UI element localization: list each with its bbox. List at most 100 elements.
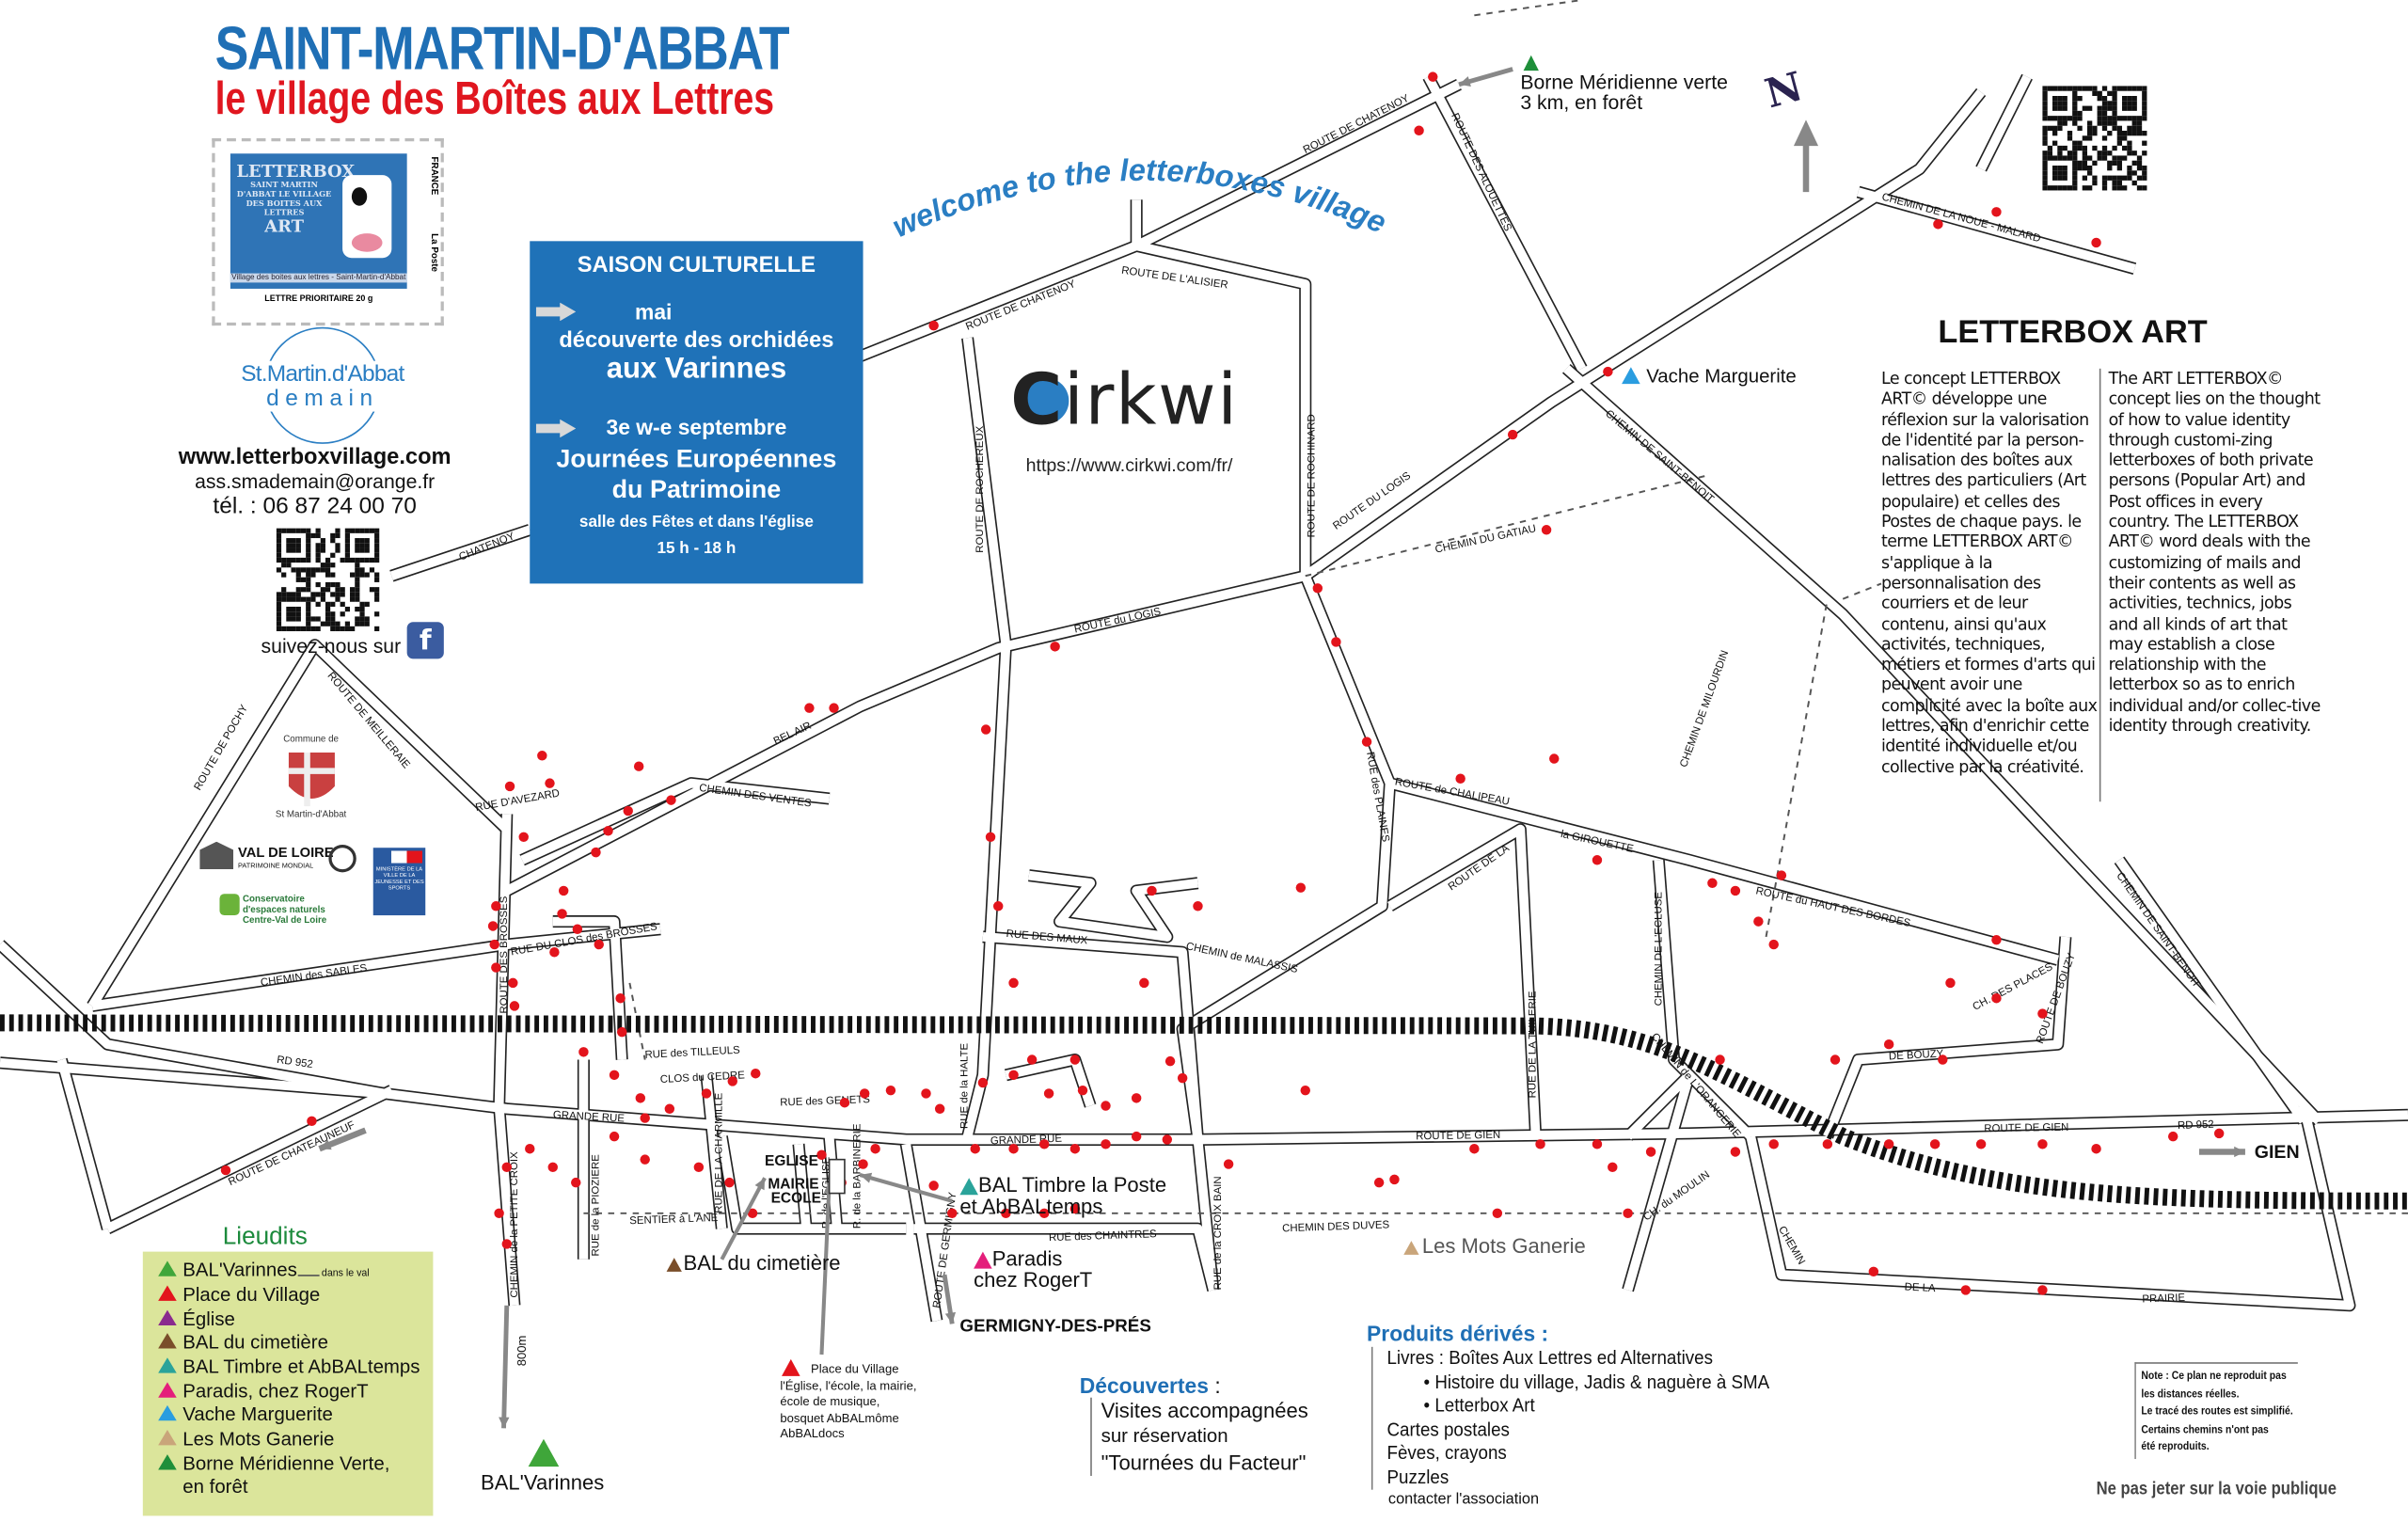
letterbox-dot[interactable]	[1715, 1054, 1725, 1065]
letterbox-dot[interactable]	[1077, 1085, 1088, 1096]
letterbox-dot[interactable]	[928, 320, 939, 331]
letterbox-dot[interactable]	[525, 1143, 535, 1154]
letterbox-dot[interactable]	[547, 1162, 558, 1173]
letterbox-dot[interactable]	[571, 1177, 581, 1188]
letterbox-dot[interactable]	[1008, 977, 1019, 989]
facebook-icon[interactable]: f	[406, 622, 444, 659]
letterbox-dot[interactable]	[1069, 1143, 1081, 1154]
letterbox-dot[interactable]	[1535, 1139, 1545, 1149]
letterbox-dot[interactable]	[615, 992, 626, 1004]
letterbox-dot[interactable]	[1645, 1147, 1656, 1157]
qr-code-top-right[interactable]	[2042, 86, 2147, 191]
letterbox-dot[interactable]	[616, 1026, 627, 1038]
letterbox-dot[interactable]	[947, 1208, 958, 1219]
letterbox-dot[interactable]	[1038, 1139, 1050, 1149]
letterbox-dot[interactable]	[1608, 1162, 1618, 1173]
letterbox-dot[interactable]	[1730, 1147, 1741, 1157]
letterbox-dot[interactable]	[1945, 977, 1956, 989]
letterbox-dot[interactable]	[1312, 583, 1323, 594]
letterbox-dot[interactable]	[1507, 429, 1518, 440]
letterbox-dot[interactable]	[508, 977, 518, 989]
letterbox-dot[interactable]	[504, 781, 515, 792]
letterbox-dot[interactable]	[2091, 1143, 2101, 1154]
letterbox-dot[interactable]	[1050, 642, 1060, 652]
letterbox-dot[interactable]	[1414, 125, 1424, 135]
letterbox-dot[interactable]	[1361, 737, 1372, 747]
letterbox-dot[interactable]	[1131, 1131, 1142, 1142]
letterbox-dot[interactable]	[537, 751, 547, 761]
letterbox-dot[interactable]	[1883, 1139, 1894, 1149]
letterbox-dot[interactable]	[1008, 1143, 1019, 1154]
letterbox-dot[interactable]	[859, 1088, 870, 1099]
letterbox-dot[interactable]	[1043, 1088, 1054, 1099]
letterbox-dot[interactable]	[1592, 855, 1603, 865]
letterbox-dot[interactable]	[1707, 878, 1718, 888]
letterbox-dot[interactable]	[1428, 71, 1438, 82]
qr-code-left[interactable]	[276, 528, 380, 632]
letterbox-dot[interactable]	[1300, 1085, 1310, 1096]
letterbox-dot[interactable]	[1975, 1139, 1987, 1149]
letterbox-dot[interactable]	[1469, 1143, 1480, 1154]
letterbox-dot[interactable]	[594, 939, 604, 950]
letterbox-dot[interactable]	[307, 1116, 317, 1127]
letterbox-dot[interactable]	[640, 1113, 650, 1123]
letterbox-dot[interactable]	[747, 1208, 758, 1219]
letterbox-dot[interactable]	[701, 1088, 712, 1099]
letterbox-dot[interactable]	[220, 1165, 231, 1176]
letterbox-dot[interactable]	[1373, 1177, 1385, 1188]
letterbox-dot[interactable]	[1933, 219, 1943, 230]
letterbox-dot[interactable]	[724, 1177, 735, 1188]
letterbox-dot[interactable]	[970, 1143, 980, 1154]
letterbox-dot[interactable]	[921, 1088, 931, 1099]
letterbox-dot[interactable]	[1776, 870, 1787, 880]
letterbox-dot[interactable]	[839, 1098, 850, 1108]
letterbox-dot[interactable]	[992, 901, 1004, 912]
letterbox-dot[interactable]	[1131, 1093, 1142, 1103]
letterbox-dot[interactable]	[885, 1085, 896, 1096]
letterbox-dot[interactable]	[1223, 1159, 1234, 1169]
letterbox-dot[interactable]	[1069, 1054, 1081, 1065]
letterbox-dot[interactable]	[509, 1001, 520, 1011]
letterbox-dot[interactable]	[977, 1077, 989, 1088]
letterbox-dot[interactable]	[558, 885, 569, 896]
letterbox-dot[interactable]	[751, 1068, 761, 1079]
letterbox-dot[interactable]	[1991, 934, 2002, 945]
letterbox-dot[interactable]	[985, 832, 996, 843]
letterbox-dot[interactable]	[1139, 977, 1149, 989]
letterbox-dot[interactable]	[1753, 916, 1764, 927]
letterbox-dot[interactable]	[501, 1162, 512, 1173]
letterbox-dot[interactable]	[693, 1162, 705, 1173]
letterbox-dot[interactable]	[1026, 1054, 1038, 1065]
letterbox-dot[interactable]	[2213, 1128, 2225, 1139]
letterbox-dot[interactable]	[1331, 637, 1341, 647]
letterbox-dot[interactable]	[1868, 1266, 1879, 1277]
letterbox-dot[interactable]	[487, 921, 499, 931]
letterbox-dot[interactable]	[1295, 882, 1307, 893]
letterbox-dot[interactable]	[816, 1149, 827, 1160]
letterbox-dot[interactable]	[489, 939, 499, 950]
letterbox-dot[interactable]	[1960, 1285, 1972, 1295]
letterbox-dot[interactable]	[578, 1047, 589, 1057]
letterbox-dot[interactable]	[1008, 1070, 1019, 1081]
letterbox-dot[interactable]	[1991, 207, 2002, 217]
letterbox-dot[interactable]	[2167, 1131, 2178, 1142]
letterbox-dot[interactable]	[1193, 901, 1203, 912]
letterbox-dot[interactable]	[1768, 1139, 1779, 1149]
letterbox-dot[interactable]	[1730, 885, 1741, 896]
letterbox-dot[interactable]	[557, 909, 567, 919]
letterbox-dot[interactable]	[1162, 1134, 1173, 1145]
letterbox-dot[interactable]	[2037, 1285, 2048, 1295]
letterbox-dot[interactable]	[591, 847, 601, 858]
letterbox-dot[interactable]	[1938, 1054, 1948, 1065]
letterbox-dot[interactable]	[623, 805, 633, 816]
letterbox-dot[interactable]	[1164, 1055, 1176, 1067]
letterbox-dot[interactable]	[1768, 939, 1779, 950]
letterbox-dot[interactable]	[934, 1103, 945, 1114]
letterbox-dot[interactable]	[1883, 1038, 1894, 1050]
letterbox-dot[interactable]	[1101, 1101, 1111, 1111]
letterbox-dot[interactable]	[609, 1131, 620, 1142]
cirkwi-logo[interactable]: Cirkwi	[1010, 357, 1287, 442]
letterbox-dot[interactable]	[870, 1143, 880, 1154]
letterbox-dot[interactable]	[1623, 1208, 1633, 1219]
